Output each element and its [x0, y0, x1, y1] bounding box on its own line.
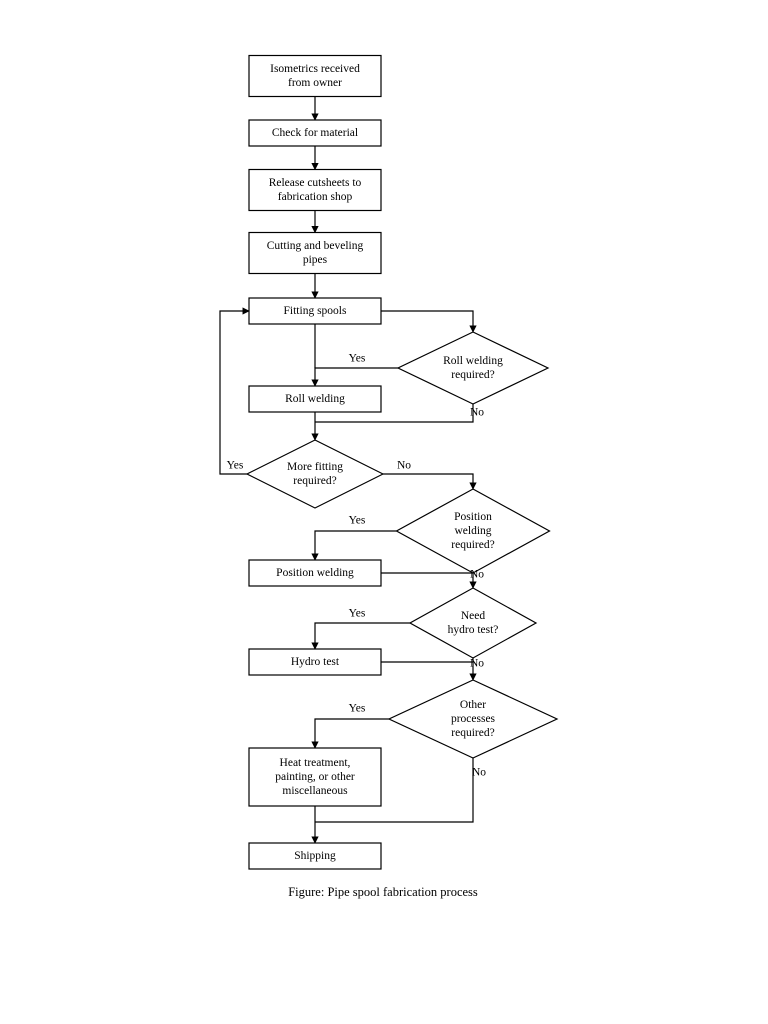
svg-text:Fitting spools: Fitting spools [284, 305, 347, 317]
edge-morefit_q-yes-loop [219, 307, 250, 475]
edge-rollweld_q-no [315, 404, 474, 423]
node-fitting: Fitting spools [248, 297, 382, 325]
edge-rollweld_q-yes [311, 367, 398, 387]
edge-fitting-to-rollweld_q [381, 310, 477, 333]
node-shipping: Shipping [248, 842, 382, 870]
edge-label-lbl_hydro_yes: Yes [349, 608, 366, 620]
edge-other_q-yes [311, 718, 389, 749]
edge-label-lbl_other_no: No [472, 767, 486, 779]
svg-text:Shipping: Shipping [294, 850, 336, 862]
edge-label-lbl_other_yes: Yes [349, 703, 366, 715]
edge-label-lbl_rollweld_yes: Yes [349, 353, 366, 365]
edge-poswelo_q-yes [311, 530, 397, 561]
edge-label-lbl_rollweld_no: No [470, 407, 484, 419]
svg-text:Roll welding: Roll welding [285, 393, 345, 405]
svg-text:Check for material: Check for material [272, 127, 358, 139]
node-posweld: Position welding [248, 559, 382, 587]
edge-hydro_q-yes [311, 622, 410, 650]
svg-text:Hydro test: Hydro test [291, 656, 340, 668]
connector-layer [219, 96, 477, 844]
svg-text:Heat treatment,painting, or ot: Heat treatment,painting, or othermiscell… [275, 757, 355, 797]
edge-other_q-no [315, 758, 474, 823]
edge-label-lbl_morefit_no: No [397, 460, 411, 472]
edge-label-lbl_hydro_no: No [470, 658, 484, 670]
node-hydro: Hydro test [248, 648, 382, 676]
svg-text:Position welding: Position welding [276, 567, 354, 579]
node-check: Check for material [248, 119, 382, 147]
edge-label-lbl_posweld_no: No [470, 569, 484, 581]
edge-label-lbl_posweld_yes: Yes [349, 515, 366, 527]
figure-caption: Figure: Pipe spool fabrication process [288, 885, 478, 899]
edge-morefit_q-no [383, 473, 477, 490]
edge-label-lbl_morefit_yes: Yes [227, 460, 244, 472]
node-rollweld: Roll welding [248, 385, 382, 413]
